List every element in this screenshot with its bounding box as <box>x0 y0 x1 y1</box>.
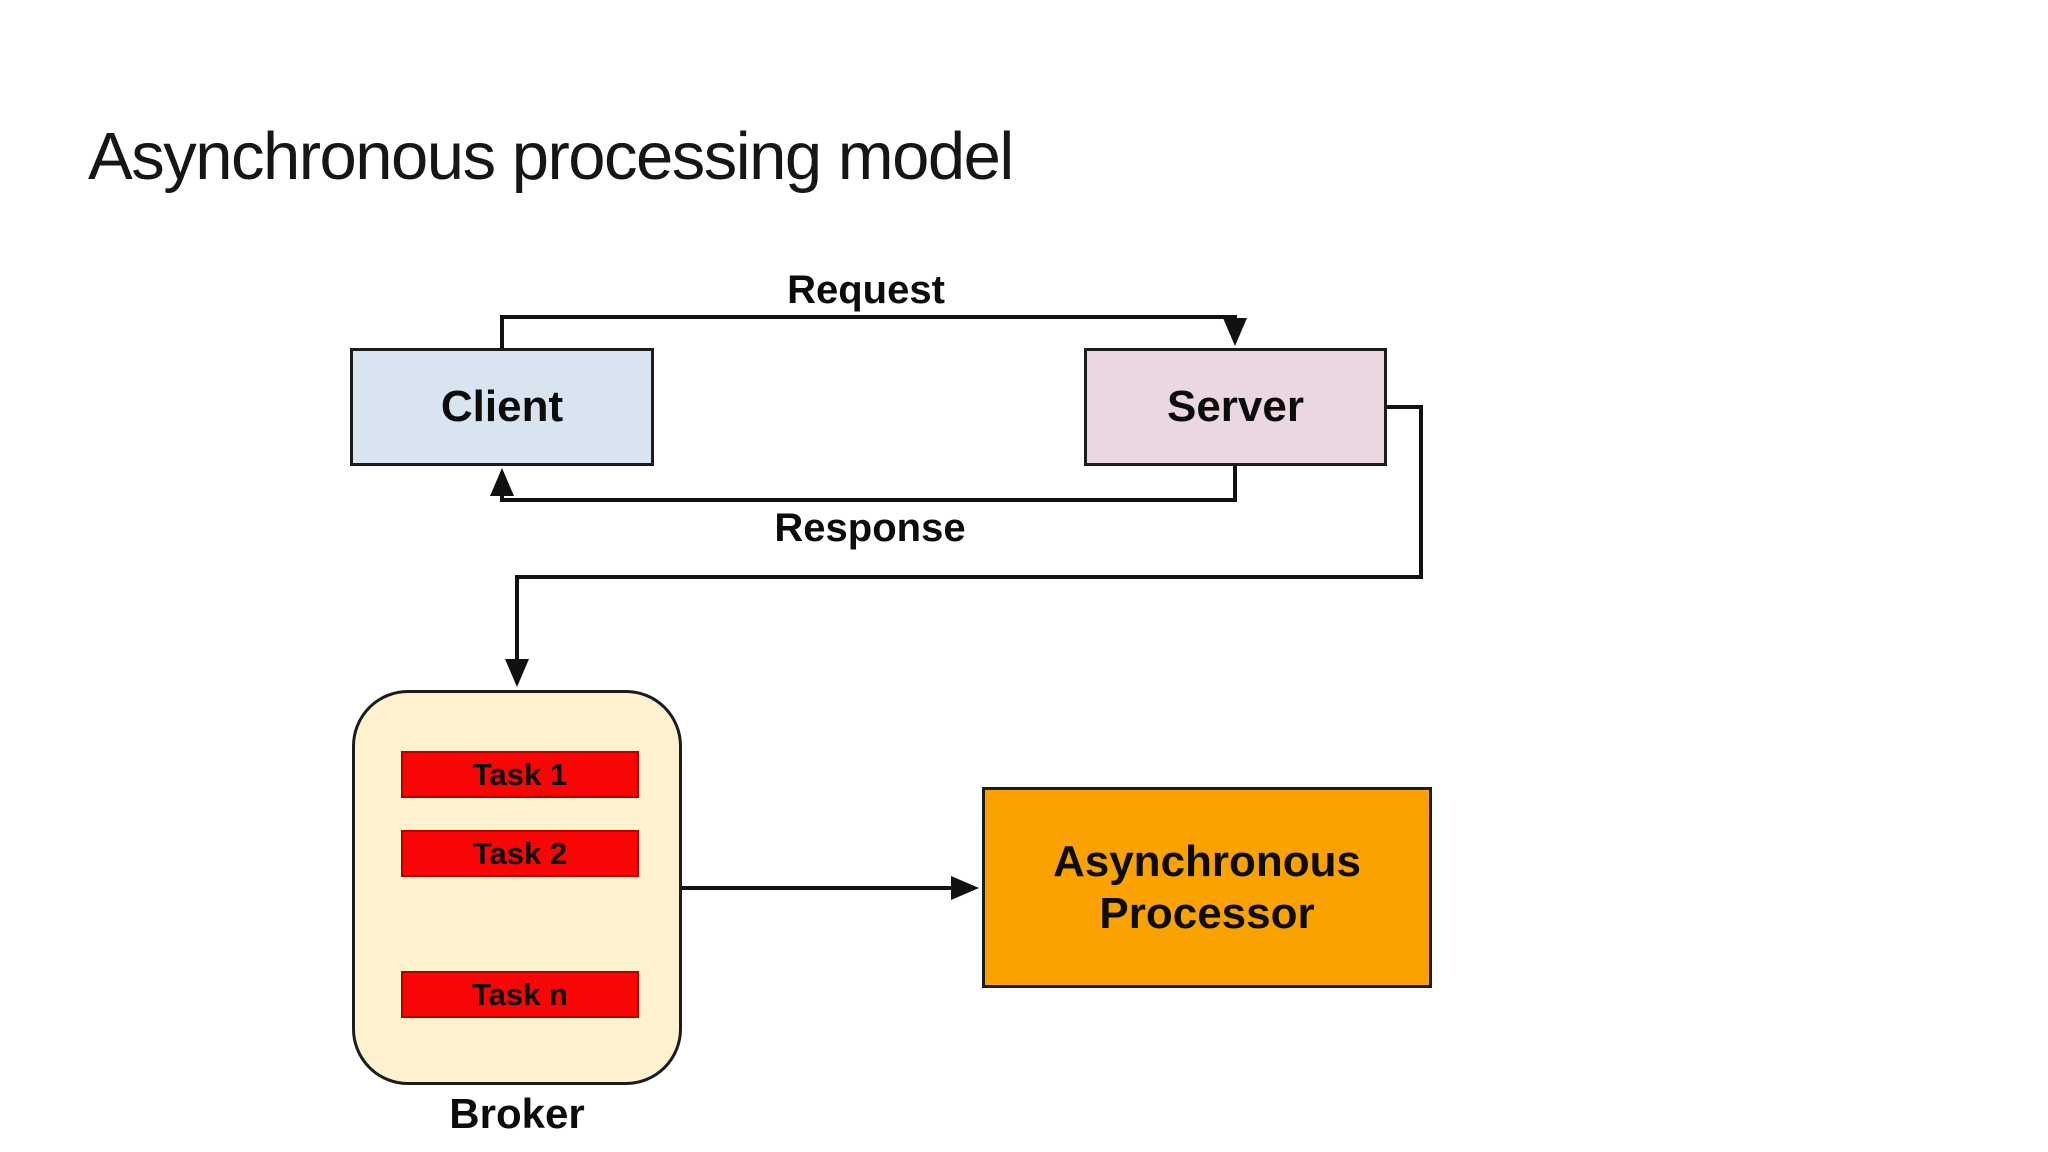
task-item-2: Task 2 <box>401 830 639 877</box>
server-node-label: Server <box>1166 382 1304 431</box>
request-edge-label: Request <box>787 268 945 312</box>
asynchronous-processor-node: Asynchronous Processor <box>982 787 1432 988</box>
client-node: Client <box>350 348 654 466</box>
page-title: Asynchronous processing model <box>88 119 1014 194</box>
request-arrow <box>500 315 1247 348</box>
task-item-1: Task 1 <box>401 751 639 798</box>
response-edge-label: Response <box>774 506 966 550</box>
server-to-broker-arrow <box>505 405 1423 687</box>
asynchronous-processor-label: Asynchronous Processor <box>1052 836 1362 938</box>
broker-node-label: Broker <box>449 1090 585 1137</box>
broker-node: Task 1 Task 2 Task n <box>352 690 682 1085</box>
response-arrow <box>490 466 1237 502</box>
server-node: Server <box>1084 348 1387 466</box>
client-node-label: Client <box>440 382 564 431</box>
task-item-n: Task n <box>401 971 639 1018</box>
